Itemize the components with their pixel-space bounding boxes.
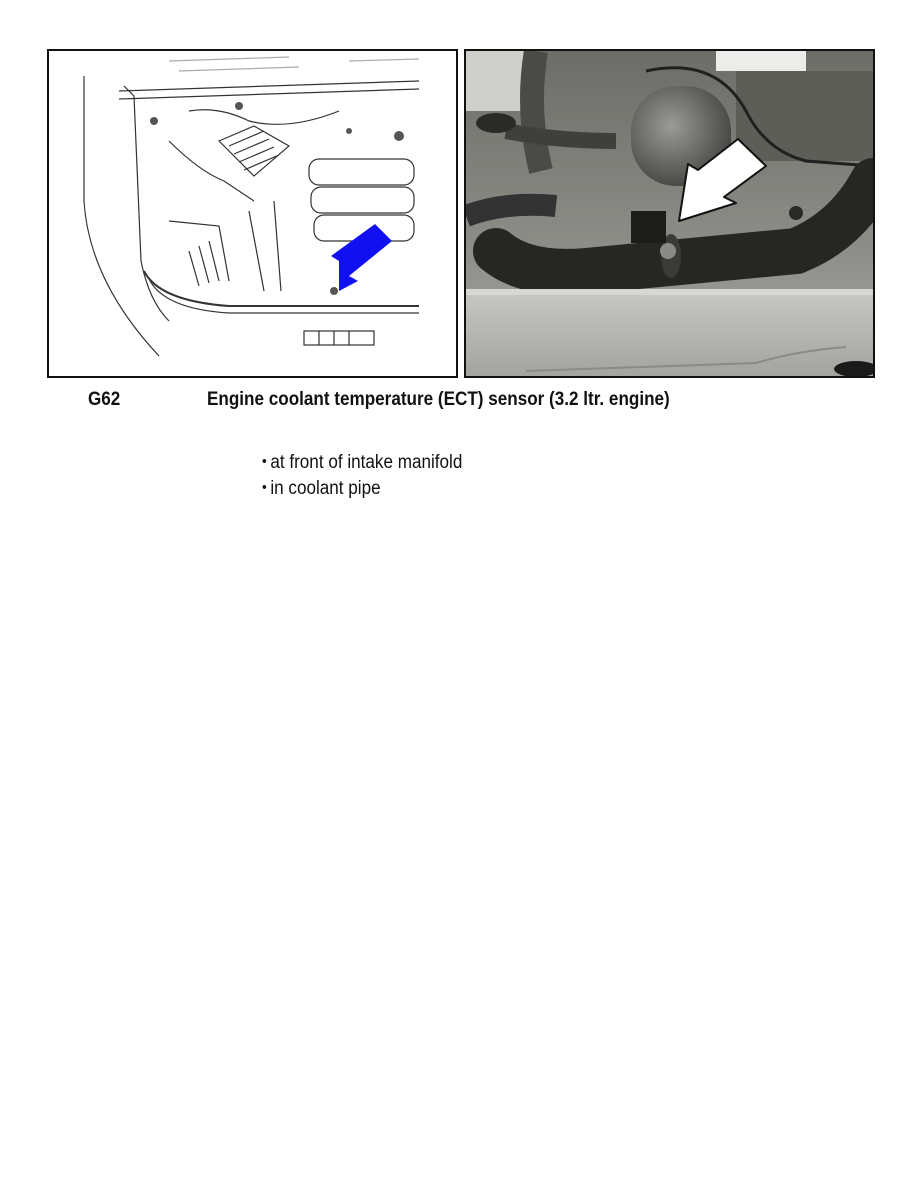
figure-caption: G62 Engine coolant temperature (ECT) sen… xyxy=(0,389,918,419)
coolant-pipe-photo xyxy=(466,51,873,376)
location-list: at front of intake manifold in coolant p… xyxy=(262,450,485,502)
list-item: in coolant pipe xyxy=(262,476,462,502)
component-title: Engine coolant temperature (ECT) sensor … xyxy=(207,389,670,410)
location-arrow-icon xyxy=(678,138,767,222)
list-item: at front of intake manifold xyxy=(262,450,462,476)
component-code: G62 xyxy=(88,389,121,410)
engine-line-drawing xyxy=(83,56,420,357)
location-arrow-icon xyxy=(331,224,392,291)
engine-photo xyxy=(464,49,875,378)
engine-bay-diagram xyxy=(47,49,458,378)
